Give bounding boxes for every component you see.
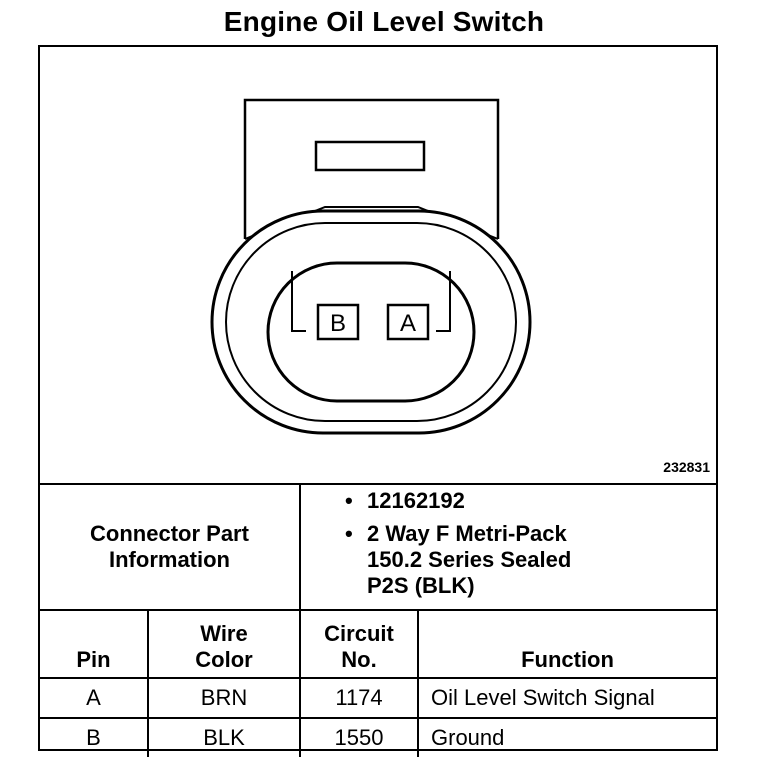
pin-table-header: Pin Wire Color Circuit No. Function xyxy=(40,611,716,679)
cavity-a-box xyxy=(386,303,430,341)
header-pin: Pin xyxy=(40,611,149,679)
cavity-b-label: B xyxy=(330,310,346,337)
function-cell: Oil Level Switch Signal xyxy=(417,677,716,719)
connector-info-label-line: Information xyxy=(109,547,230,572)
lock-tab-housing xyxy=(243,98,500,239)
header-function: Function xyxy=(417,611,716,679)
connector-info-list: • 12162192 • 2 Way F Metri-Pack 150.2 Se… xyxy=(301,485,716,609)
table-row: A BRN 1174 Oil Level Switch Signal xyxy=(40,677,716,719)
page-title: Engine Oil Level Switch xyxy=(223,6,545,37)
cavity-key-right xyxy=(436,271,451,332)
terminal-cavity xyxy=(266,261,476,403)
wire-color-cell: BRN xyxy=(147,677,301,719)
pin-cell: A xyxy=(40,677,149,719)
circuit-cell: 1550 xyxy=(299,717,419,757)
connector-info-label-line: Connector Part xyxy=(90,521,249,546)
cavity-a-label: A xyxy=(400,310,416,337)
part-number: 12162192 xyxy=(367,488,465,513)
figure-number: 232831 xyxy=(663,459,710,475)
pin-table: Pin Wire Color Circuit No. Function A BR… xyxy=(40,611,716,757)
connector-info-label: Connector Part Information xyxy=(40,485,301,609)
connector-info-item: • 2 Way F Metri-Pack 150.2 Series Sealed… xyxy=(301,521,716,599)
connector-part-info: Connector Part Information • 12162192 • … xyxy=(40,485,716,611)
function-cell: Ground xyxy=(417,717,716,757)
connector-description-line: 2 Way F Metri-Pack xyxy=(367,521,567,546)
connector-diagram: B A 232831 xyxy=(40,47,716,485)
pinout-frame: B A 232831 Connector Part Information • … xyxy=(38,45,718,757)
connector-shell-inner-edge xyxy=(225,222,517,422)
latch-window xyxy=(314,140,426,172)
header-circuit-no: Circuit No. xyxy=(299,611,419,679)
cavity-b-box xyxy=(316,303,360,341)
cavity-key-left xyxy=(291,271,306,332)
connector-face-drawing: B A xyxy=(210,98,532,435)
connector-info-item: • 12162192 xyxy=(301,488,716,514)
wire-color-cell: BLK xyxy=(147,717,301,757)
circuit-cell: 1174 xyxy=(299,677,419,719)
pin-cell: B xyxy=(40,717,149,757)
header-wire-color: Wire Color xyxy=(147,611,301,679)
connector-description-line: 150.2 Series Sealed xyxy=(367,547,572,572)
connector-outer-shell xyxy=(210,209,532,435)
bullet-icon: • xyxy=(345,488,353,513)
table-row: B BLK 1550 Ground xyxy=(40,717,716,757)
bullet-icon: • xyxy=(345,521,353,546)
connector-description-line: P2S (BLK) xyxy=(367,573,475,598)
